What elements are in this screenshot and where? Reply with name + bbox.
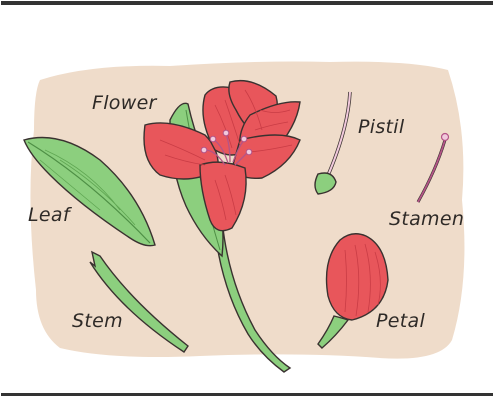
label-pistil: Pistil <box>358 116 404 138</box>
label-leaf: Leaf <box>28 204 70 226</box>
label-stem: Stem <box>72 310 123 332</box>
bottom-frame-line <box>1 393 493 396</box>
top-frame-line <box>1 1 493 5</box>
label-stamen: Stamen <box>389 208 464 230</box>
label-flower: Flower <box>92 92 157 114</box>
label-petal: Petal <box>376 310 425 332</box>
